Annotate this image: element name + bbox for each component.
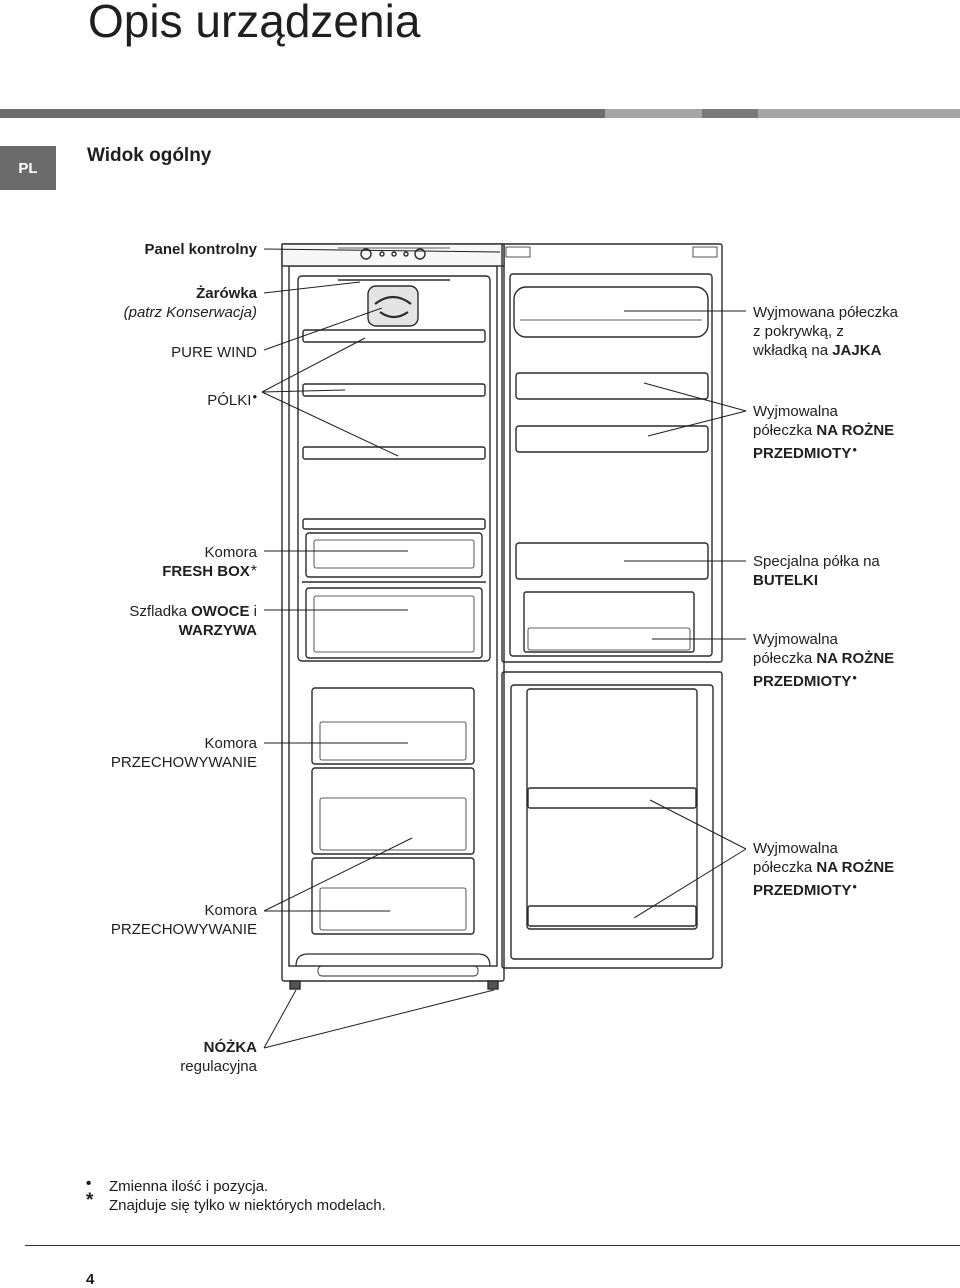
section-subtitle: Widok ogólny [87, 145, 212, 166]
footnote-variable: Zmienna ilość i pozycja. [109, 1178, 269, 1195]
freezer-compartment-2 [311, 767, 475, 855]
door-lower [501, 671, 723, 969]
label-bulb: Żarówka(patrz Konserwacja) [123, 285, 257, 321]
footer-rule [25, 1245, 960, 1246]
fruit-drawer [305, 587, 483, 659]
knob-1 [360, 248, 372, 260]
door-upper [501, 243, 723, 663]
header-bar-segment-2 [605, 109, 702, 118]
label-control-panel: Panel kontrolny [144, 241, 257, 258]
foot-right [487, 980, 499, 990]
footnote-dot-symbol: • [86, 1175, 92, 1192]
shelf-2 [302, 383, 486, 397]
fridge-interior [297, 275, 491, 662]
shelf-4 [302, 518, 486, 530]
header-bar-segment-1 [0, 109, 605, 118]
fresh-box [305, 532, 483, 578]
door-rack [523, 591, 695, 653]
label-shelves: PÓLKI• [207, 389, 257, 409]
door-upper-inner [509, 273, 713, 657]
freezer-door-shelf-2 [527, 905, 697, 927]
freezer-door-shelf-1 [527, 787, 697, 809]
egg-shelf [513, 286, 709, 338]
label-pure-wind: PURE WIND [171, 344, 257, 361]
knob-2 [414, 248, 426, 260]
page-number: 4 [86, 1271, 95, 1288]
freezer-door-frame [526, 688, 698, 930]
header-bar-segment-3 [702, 109, 758, 118]
door-shelf-1 [515, 372, 709, 400]
cabinet-inner-left [288, 265, 498, 967]
shelf-3 [302, 446, 486, 460]
door-shelf-2 [515, 425, 709, 453]
cabinet-outer [281, 243, 505, 982]
footnote-some-models: Znajduje się tylko w niektórych modelach… [109, 1197, 386, 1214]
freezer-compartment-1 [311, 687, 475, 765]
foot-left [289, 980, 301, 990]
pure-wind-unit [367, 285, 419, 327]
page-title: Opis urządzenia [88, 0, 421, 47]
bottom-grille [295, 953, 491, 967]
freezer-compartment-3 [311, 857, 475, 935]
shelf-1 [302, 329, 486, 343]
language-tab: PL [0, 146, 56, 190]
footnote-asterisk-symbol: * [86, 1190, 94, 1211]
door-lower-inner [510, 684, 714, 960]
knob-3 [379, 251, 385, 257]
header-bar-segment-4 [758, 109, 960, 118]
